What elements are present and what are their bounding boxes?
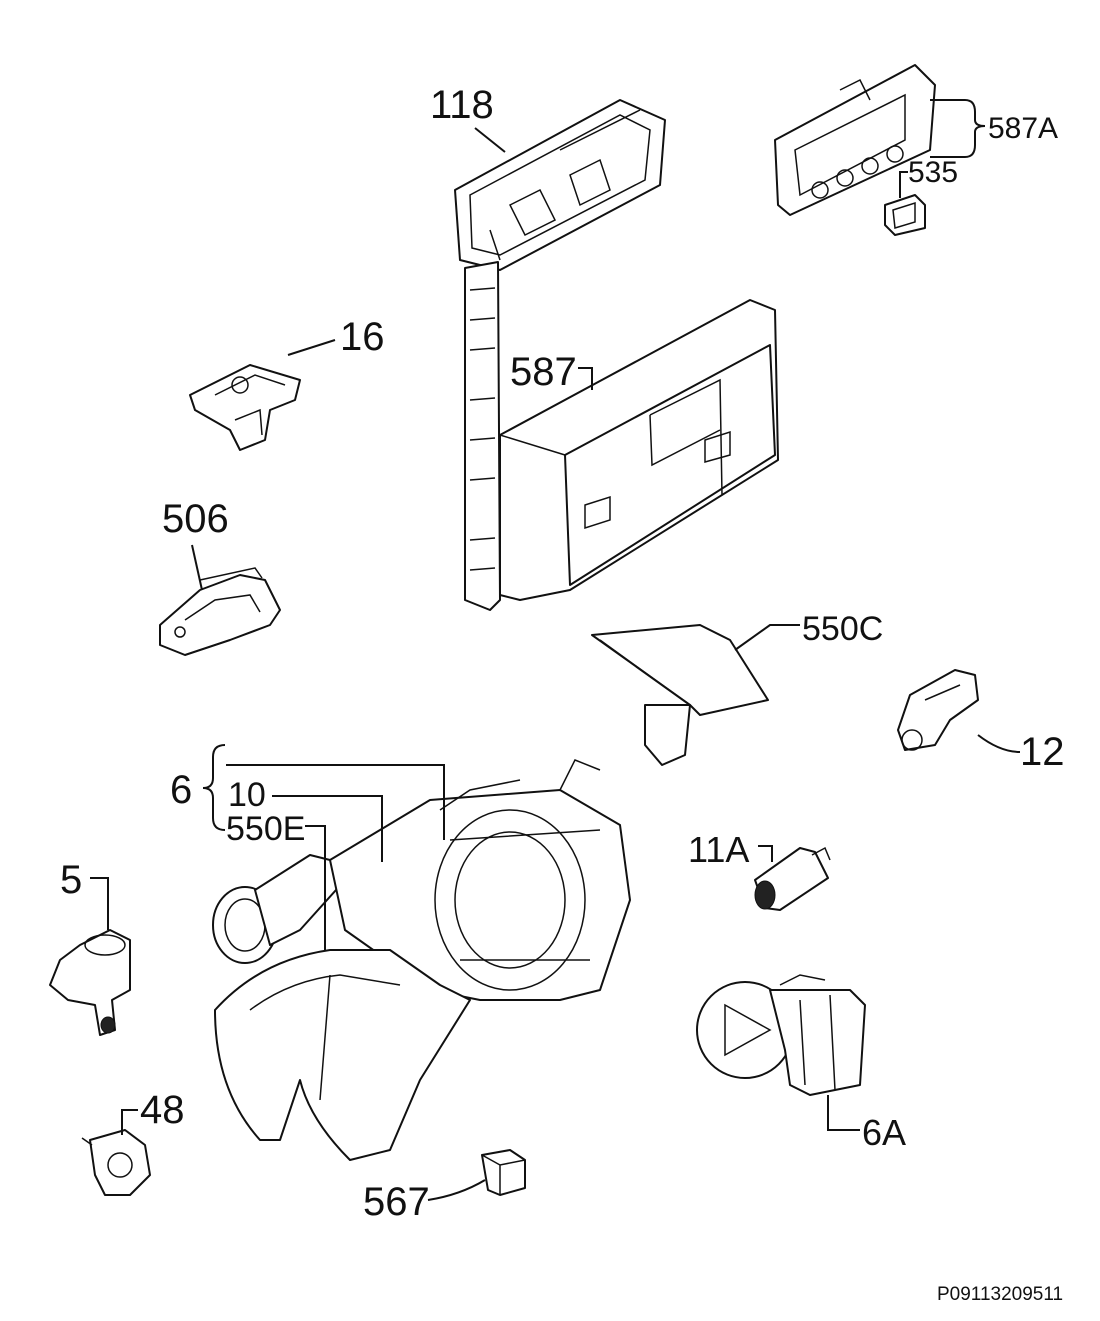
callout-48: 48	[140, 1088, 185, 1132]
part-535-connector	[884, 194, 926, 236]
callout-550C: 550C	[802, 610, 883, 648]
part-118-control-board	[454, 99, 666, 271]
leader-5	[90, 877, 109, 930]
leader-16	[287, 339, 336, 356]
leader-48	[121, 1109, 138, 1135]
leader-550E	[305, 825, 326, 950]
leader-587	[578, 367, 593, 390]
brace-587A	[930, 99, 986, 158]
part-587A-electronic-module	[774, 64, 936, 216]
document-code: P09113209511	[937, 1284, 1063, 1305]
leader-550C	[734, 624, 800, 651]
callout-12: 12	[1020, 730, 1065, 774]
callout-16: 16	[340, 315, 385, 359]
leader-11A	[758, 845, 773, 862]
callout-535: 535	[908, 156, 958, 189]
brace-6	[202, 744, 226, 831]
leader-6	[226, 764, 445, 840]
part-587-main-control-box	[464, 261, 779, 611]
leader-118	[474, 127, 506, 153]
part-48-sensor	[81, 1129, 151, 1196]
part-6A-drain-pump	[696, 974, 866, 1096]
part-16-door-lock	[189, 364, 301, 451]
part-550C-cover	[591, 624, 769, 766]
callout-10: 10	[228, 776, 266, 814]
callout-587: 587	[510, 350, 577, 394]
leader-567	[427, 1179, 486, 1201]
callout-5: 5	[60, 858, 82, 902]
leader-506	[191, 544, 203, 591]
callout-587A: 587A	[988, 112, 1058, 145]
part-12-pressure-switch	[897, 669, 979, 751]
callout-11A: 11A	[688, 829, 749, 870]
part-506-component	[159, 567, 281, 656]
callout-506: 506	[162, 497, 229, 541]
part-11A-sensor	[754, 846, 831, 911]
leader-12	[977, 734, 1021, 753]
part-567-switch	[481, 1149, 526, 1196]
leader-535	[899, 171, 908, 198]
part-6-sump-assembly	[212, 759, 631, 1161]
callout-567: 567	[363, 1180, 430, 1224]
callout-118: 118	[430, 83, 494, 127]
part-5-inlet-valve	[49, 929, 131, 1036]
callout-550E: 550E	[226, 810, 305, 848]
callout-6A: 6A	[862, 1112, 906, 1153]
callout-6: 6	[170, 768, 192, 812]
leader-6A	[827, 1095, 860, 1131]
leader-10	[272, 795, 383, 862]
